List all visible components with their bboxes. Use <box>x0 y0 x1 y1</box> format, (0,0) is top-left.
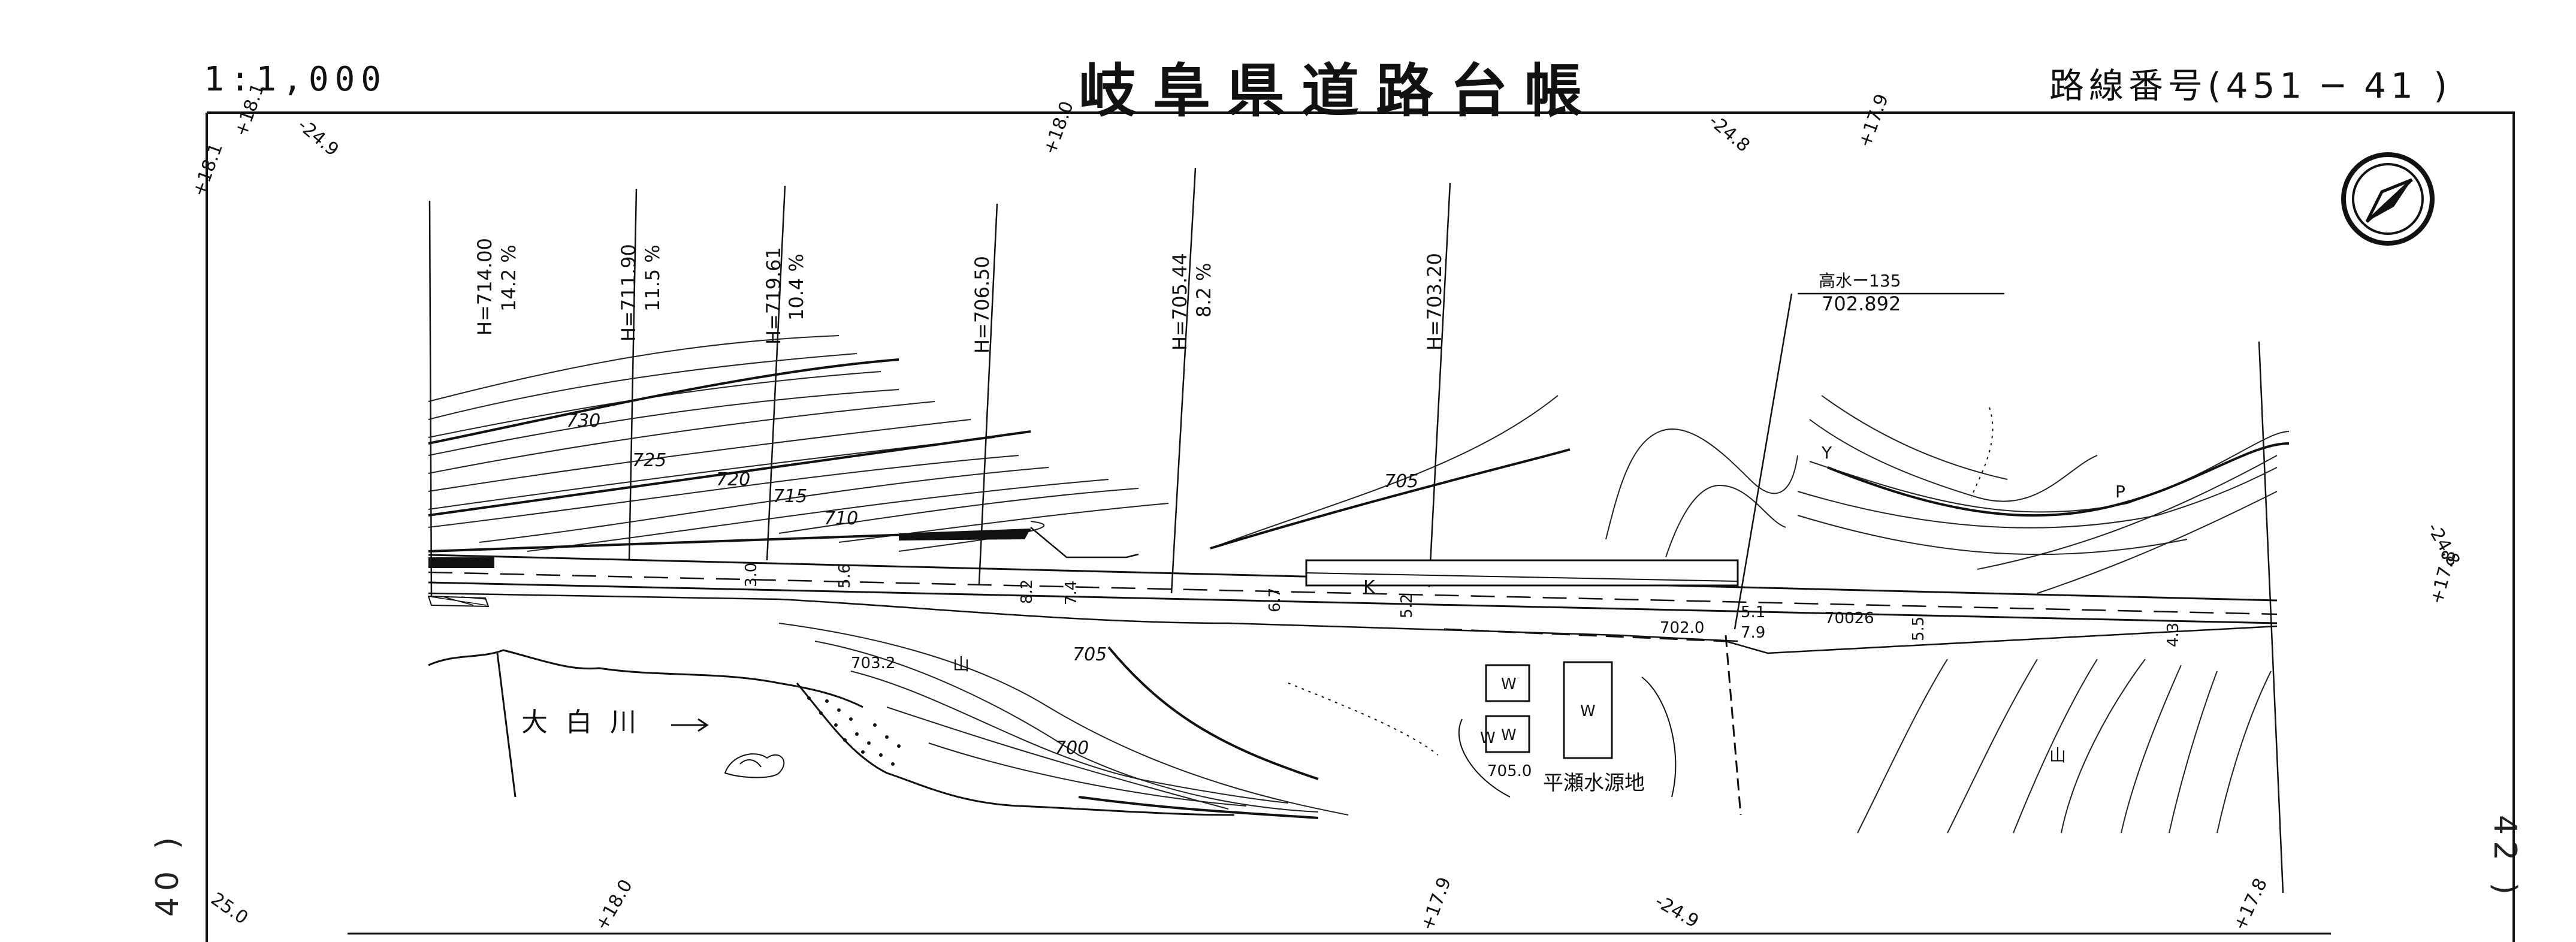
contour-label: 715 <box>773 486 807 507</box>
river-name: 大 白 川 <box>521 707 641 738</box>
map-symbol: W <box>1501 675 1517 693</box>
road-label: 7.4 <box>1062 581 1080 605</box>
elev-label: +17.9 <box>1417 874 1455 933</box>
dotted-contours <box>1288 407 1994 756</box>
road-label: 3.0 <box>742 563 760 587</box>
elev-label: +18.1 <box>231 80 269 139</box>
contour-label: 700 <box>1055 738 1089 759</box>
contour-lines <box>428 335 2290 834</box>
road-label: 6.7 <box>1266 588 1284 612</box>
road-label: 8.2 <box>1018 579 1036 604</box>
retaining-wall <box>427 529 1742 816</box>
station-grade: 10.4 % <box>785 253 808 321</box>
contour-label: 705 <box>1073 644 1107 665</box>
map-symbol: W <box>1480 729 1496 747</box>
station-height: H=711.90 <box>617 244 640 342</box>
map-symbol: W <box>1501 726 1517 744</box>
map-symbol: 山 <box>2049 745 2066 765</box>
facility-boundary <box>1458 677 1677 798</box>
contour-labels: 730 725 720 715 710 705 705 700 <box>566 410 1418 759</box>
map-symbol: 山 <box>953 654 970 674</box>
map-symbol: W <box>1580 702 1596 720</box>
route-number: 路線番号(451 ─ 41 ) <box>2049 65 2452 106</box>
contour-label: 710 <box>824 508 858 529</box>
road-label: 5.6 <box>836 564 854 588</box>
station-labels: H=714.00 14.2 % H=711.90 11.5 % H=719.61… <box>473 238 1446 354</box>
station-lines <box>428 167 2284 893</box>
index-contours <box>428 358 2290 819</box>
contour-label: 705 <box>1384 471 1418 492</box>
elev-label: -24.9 <box>294 114 343 161</box>
contour-label: 725 <box>632 450 666 471</box>
station-grade: 14.2 % <box>497 244 520 312</box>
elev-label: -24.8 <box>1705 110 1754 156</box>
spot-height: 703.2 <box>851 654 895 672</box>
scale-label: 1:1,000 <box>204 60 388 99</box>
station-grade: 11.5 % <box>641 244 664 312</box>
elev-label: +17.8 <box>2230 875 2272 934</box>
buildings <box>1485 661 1613 759</box>
north-arrow-icon <box>2341 152 2435 246</box>
station-height: H=703.20 <box>1423 253 1446 351</box>
road-label: 702.0 <box>1660 619 1704 637</box>
map-symbol: P <box>2115 482 2125 502</box>
map-symbol: Y <box>1821 443 1832 463</box>
elev-label: +18.0 <box>591 876 637 934</box>
elev-label: 25.0 <box>207 889 252 929</box>
map-frame <box>206 111 2515 942</box>
high-water-label: 高水ー135 <box>1819 271 1901 291</box>
elev-label: +18.0 <box>1040 98 1078 157</box>
station-height: H=705.44 <box>1168 253 1191 351</box>
facility-name: 平瀬水源地 <box>1543 771 1645 795</box>
road-label: 5.2 <box>1398 594 1416 618</box>
road-label: K <box>1363 577 1376 598</box>
road <box>428 527 2278 654</box>
road-label: 7.9 <box>1741 624 1765 642</box>
terrain-symbols: 山 山 Y P <box>953 443 2125 765</box>
contour-label: 730 <box>566 410 600 431</box>
building-symbols: W W W W <box>1480 675 1596 747</box>
road-label: 5.1 <box>1741 603 1765 621</box>
station-height: H=719.61 <box>762 247 785 345</box>
river-flow-arrow <box>671 718 709 732</box>
station-grade: 8.2 % <box>1192 263 1215 318</box>
spot-heights: 703.2 705.0 <box>851 654 1532 780</box>
elev-label: +18.1 <box>189 140 227 199</box>
contour-label: 720 <box>716 469 750 490</box>
elev-label: +17.9 <box>1855 91 1893 150</box>
road-label: 5.5 <box>1910 617 1928 641</box>
stipple <box>807 696 901 766</box>
road-label: 70026 <box>1825 609 1874 627</box>
station-height: H=714.00 <box>473 238 496 336</box>
elev-label: -24.9 <box>1651 891 1702 932</box>
high-water-value: 702.892 <box>1822 292 1901 315</box>
rock-symbol <box>724 753 785 778</box>
station-height: H=706.50 <box>971 256 993 354</box>
spot-height: 705.0 <box>1487 762 1532 780</box>
elev-label: +17.8 <box>2426 548 2461 606</box>
road-labels: 3.0 5.6 8.2 7.4 6.7 5.2 K 5.1 7.9 702.0 … <box>742 563 2182 647</box>
road-label: 4.3 <box>2164 623 2182 647</box>
